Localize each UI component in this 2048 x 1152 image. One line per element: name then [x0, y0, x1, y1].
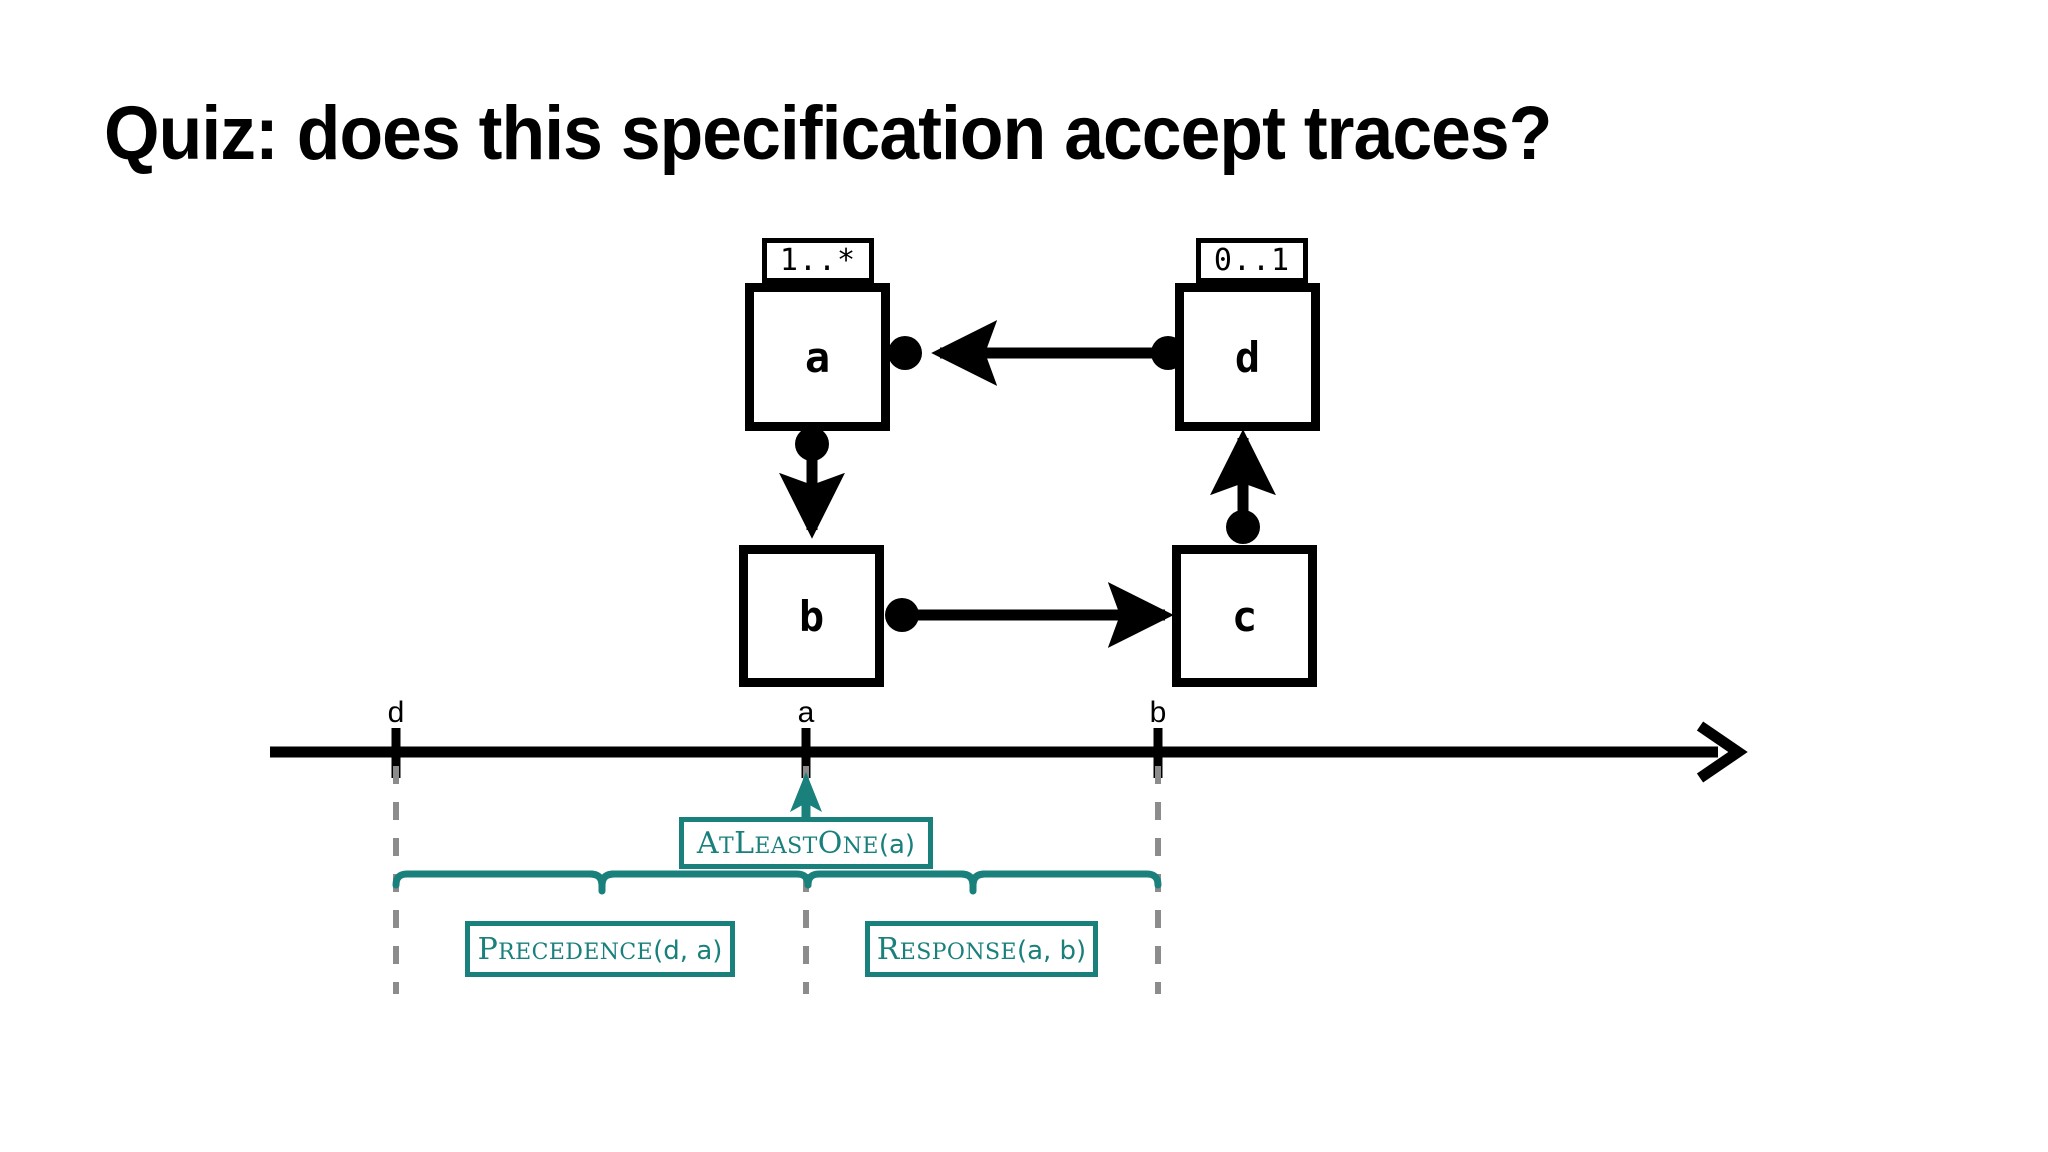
annotation-args-at-least-one: (a) [878, 829, 916, 860]
annotation-label-precedence: PRECEDENCE(d, a) [477, 931, 723, 967]
edge-b-to-c [885, 582, 1174, 648]
annotation-args-response: (a, b) [1016, 935, 1087, 966]
timeline-event-label-b: b [1149, 696, 1167, 729]
class-node-b[interactable]: b [739, 545, 884, 687]
brace-precedence [392, 870, 812, 895]
annotation-label-at-least-one: ATLEASTONE(a) [696, 825, 916, 861]
edge-c-to-d [1210, 429, 1276, 544]
class-node-d[interactable]: d [1175, 283, 1320, 431]
class-node-c[interactable]: c [1172, 545, 1317, 687]
cardinality-tag-d: 0..1 [1196, 238, 1308, 283]
brace-response [804, 870, 1162, 895]
timeline-axis [270, 721, 1748, 783]
edge-d-to-a [888, 320, 1185, 386]
annotation-box-precedence[interactable]: PRECEDENCE(d, a) [465, 921, 735, 977]
annotation-label-response: RESPONSE(a, b) [876, 931, 1087, 967]
annotation-box-at-least-one[interactable]: ATLEASTONE(a) [679, 817, 933, 869]
annotation-box-response[interactable]: RESPONSE(a, b) [865, 921, 1098, 977]
timeline-event-label-a: a [797, 696, 815, 729]
annotation-args-precedence: (d, a) [653, 935, 723, 966]
class-node-a[interactable]: a [745, 283, 890, 431]
edge-a-to-b [779, 427, 845, 539]
timeline-event-label-d: d [387, 696, 405, 729]
page-title: Quiz: does this specification accept tra… [104, 91, 1552, 176]
cardinality-tag-a: 1..* [762, 238, 874, 283]
